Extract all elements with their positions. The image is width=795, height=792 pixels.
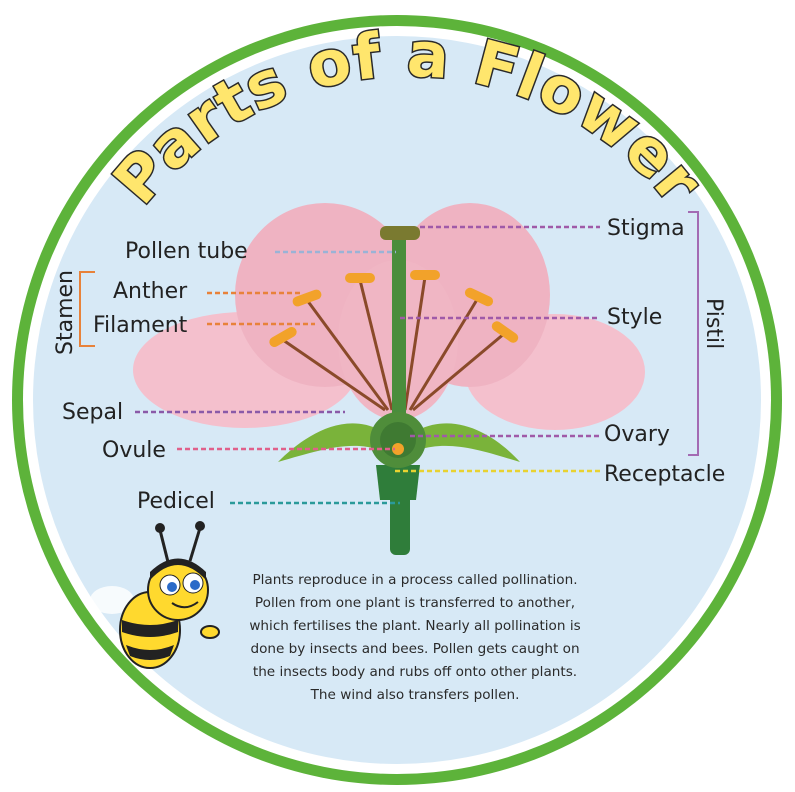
bee-wing <box>90 586 134 614</box>
stamens <box>282 276 506 412</box>
svg-text:the insects body and rubs off: the insects body and rubs off onto other… <box>253 664 577 680</box>
stamen-bracket <box>79 271 95 347</box>
stamen-group-label: Stamen <box>53 270 78 355</box>
label-style: Style <box>607 305 662 330</box>
label-pedicel: Pedicel <box>137 489 215 514</box>
pistil-group-label: Pistil <box>701 298 726 349</box>
label-ovule: Ovule <box>102 438 166 463</box>
label-ovary: Ovary <box>604 422 670 447</box>
svg-text:Plants reproduce in a process: Plants reproduce in a process called pol… <box>252 572 577 588</box>
label-sepal: Sepal <box>62 400 123 425</box>
description-paragraph: Plants reproduce in a process called pol… <box>249 572 580 703</box>
label-pollen-tube: Pollen tube <box>125 239 248 264</box>
style-shape <box>392 238 406 418</box>
label-filament: Filament <box>93 313 188 338</box>
svg-text:which fertilises the plant. Ne: which fertilises the plant. Nearly all p… <box>249 618 580 634</box>
svg-text:Pollen from one plant is trans: Pollen from one plant is transferred to … <box>255 595 575 611</box>
sepal-right <box>418 423 520 462</box>
pistil-bracket <box>688 211 699 456</box>
anthers <box>269 270 519 347</box>
svg-text:The wind also transfers pollen: The wind also transfers pollen. <box>310 687 520 703</box>
label-receptacle: Receptacle <box>604 462 725 487</box>
svg-text:done by insects and bees. Poll: done by insects and bees. Pollen gets ca… <box>250 641 579 657</box>
receptacle-shape <box>376 465 420 500</box>
ovule-shape <box>392 443 404 455</box>
leader-lines <box>135 225 600 505</box>
bee-illustration <box>90 521 220 669</box>
stigma-shape <box>380 226 420 240</box>
label-anther: Anther <box>113 279 188 304</box>
sepal-left <box>278 423 380 462</box>
label-stigma: Stigma <box>607 216 685 241</box>
